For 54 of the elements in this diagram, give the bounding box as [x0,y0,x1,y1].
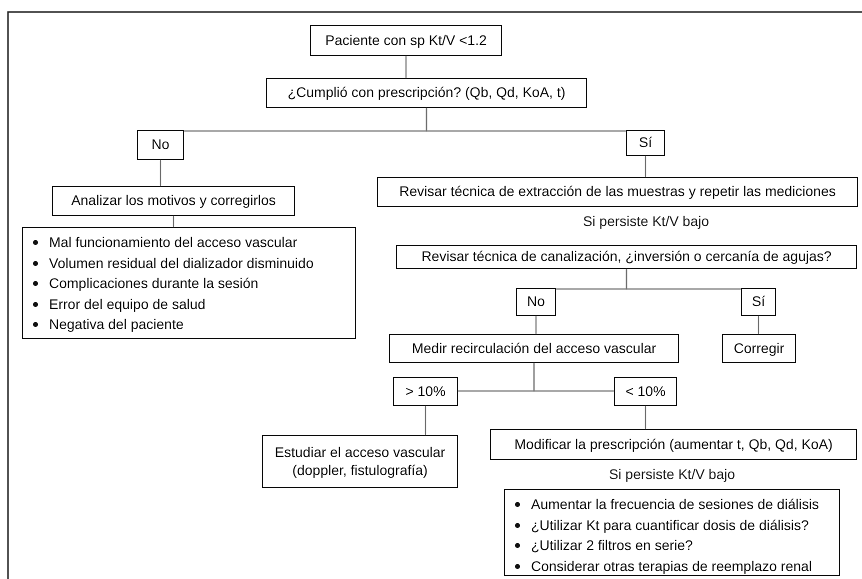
box-text: Revisar técnica de canalización, ¿inversión o cercanía de agujas? [420,248,833,266]
connector-line [626,269,741,290]
process-box [614,377,677,406]
box-text: ¿Cumplió con prescripción? (Qb, Qd, KoA, t) [286,84,566,102]
box-text: Corregir [732,340,786,358]
process-box [389,334,679,363]
process-box [393,377,458,406]
process-box [137,130,184,160]
list-item: Aumentar la frecuencia de sesiones de diálisis [531,496,819,514]
process-box [310,25,502,56]
box-text: Analizar los motivos y corregirlos [70,192,277,210]
process-box [377,177,858,207]
process-box [490,429,857,460]
box-text: Estudiar el acceso vascular (doppler, fistulografía) [274,444,446,479]
box-text: Medir recirculación del acceso vascular [410,340,658,358]
box-text: No [150,136,170,154]
connector-line [405,56,407,78]
connector-line [172,216,174,227]
connector-line [758,316,760,334]
list-item: ¿Utilizar Kt para cuantificar dosis de diálisis? [531,516,809,534]
box-text: > 10% [404,382,447,400]
list-item: Volumen residual del dializador disminuido [49,254,314,272]
box-text: Sí [750,293,766,311]
box-text: No [526,293,546,311]
process-box [626,130,665,156]
list-item: Considerar otras terapias de reemplazo renal [531,558,812,575]
list-item: Mal funcionamiento del acceso vascular [49,234,298,252]
box-text: < 10% [624,382,667,400]
list-item: Error del equipo de salud [49,296,206,313]
connector-line [160,160,162,186]
box-text: Sí [638,134,654,152]
box-text: Modificar la prescripción (aumentar t, Qb, Qd, KoA) [513,436,834,454]
list-box [504,489,840,576]
process-box [516,288,556,316]
process-box [722,334,796,363]
connector-line [644,156,646,177]
connector-line [424,406,426,435]
process-box [52,186,295,216]
note-text: Si persiste Kt/V bajo [582,213,710,229]
box-text: Revisar técnica de extracción de las muestras y repetir las mediciones [398,183,837,201]
connector-line [535,316,537,334]
process-box [266,78,587,108]
connector-line [533,363,614,392]
process-box [396,245,857,269]
list-item: ¿Utilizar 2 filtros en serie? [531,537,693,554]
note-text: Si persiste Kt/V bajo [608,466,736,482]
process-box [741,288,776,316]
connector-line [644,406,646,429]
process-box [262,435,458,488]
connector-line [426,108,626,132]
list-item: Negativa del paciente [49,316,184,334]
box-text: Paciente con sp Kt/V <1.2 [324,32,488,50]
list-item: Complicaciones durante la sesión [49,275,258,292]
list-box [22,227,356,339]
